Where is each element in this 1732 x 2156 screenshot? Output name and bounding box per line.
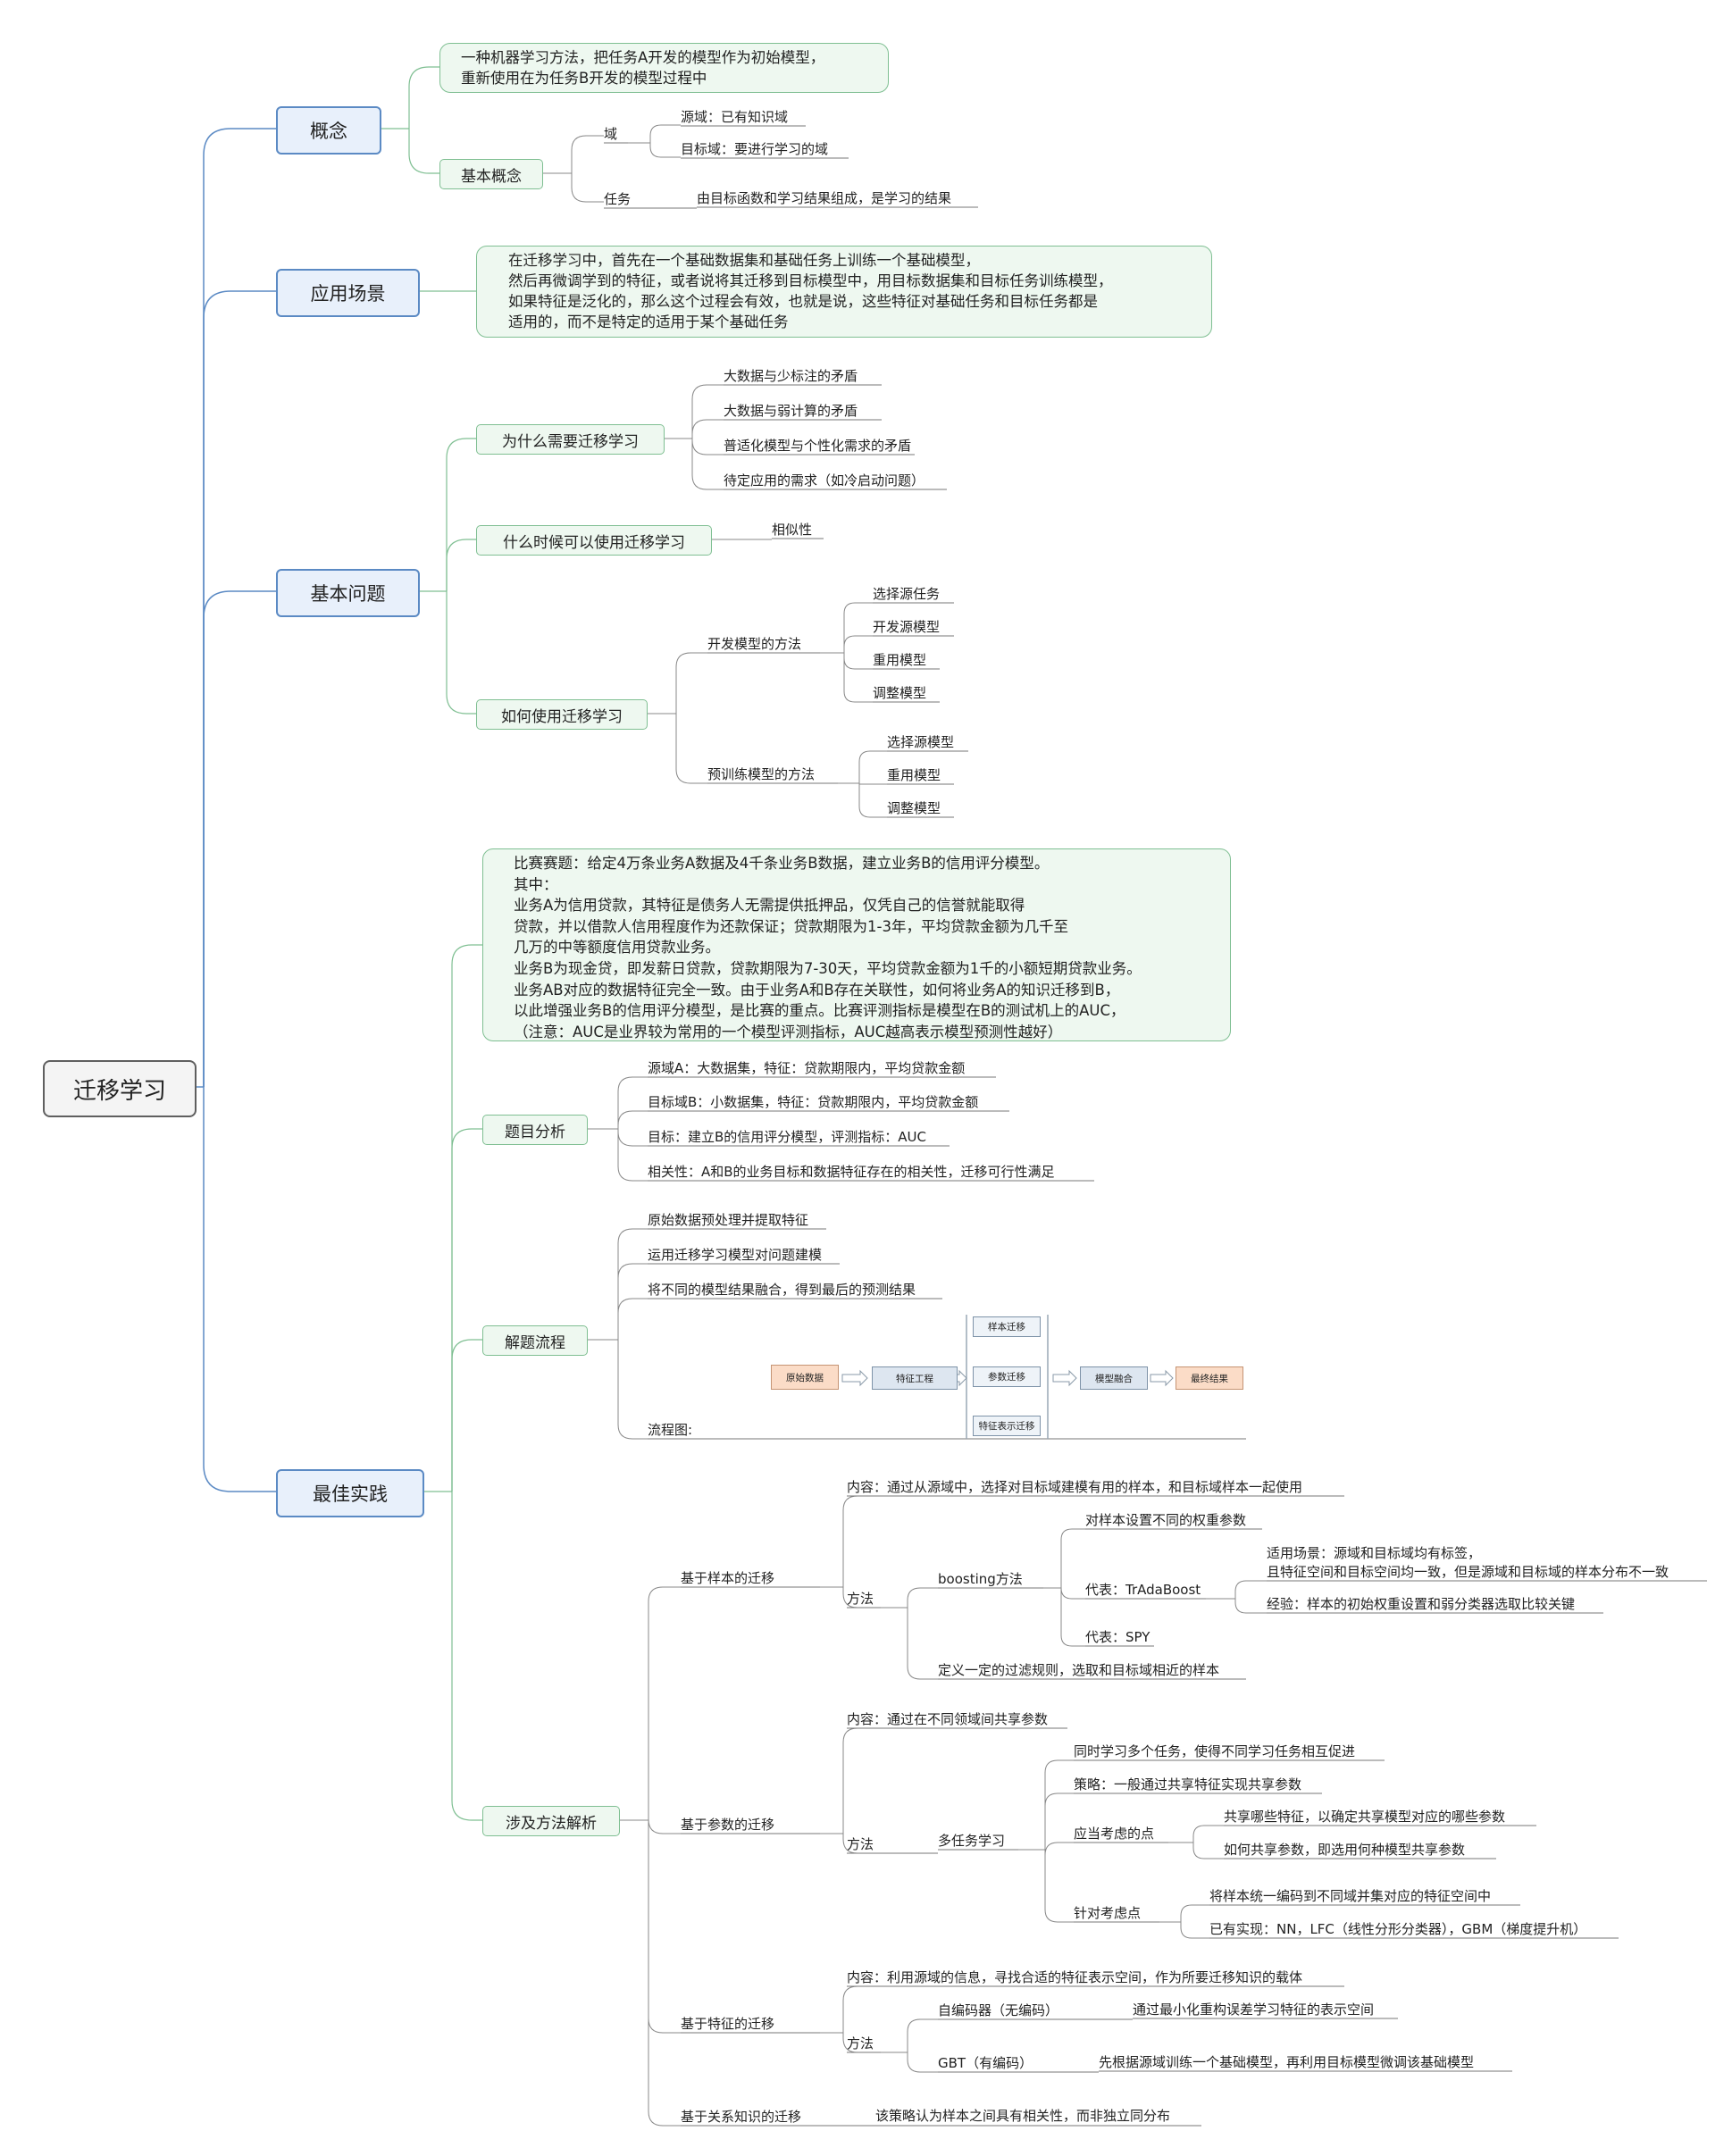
flow-param-transfer: 参数迁移 — [973, 1366, 1041, 1387]
feature-autoencoder-desc[interactable]: 通过最小化重构误差学习特征的表示空间 — [1133, 2001, 1375, 2018]
flow-sample-transfer: 样本迁移 — [973, 1316, 1041, 1337]
node-basic-concept[interactable]: 基本概念 — [439, 159, 543, 189]
analysis-item-3[interactable]: 目标：建立B的信用评分模型，评测指标：AUC — [648, 1129, 927, 1145]
scenario-line-1: 在迁移学习中，首先在一个基础数据集和基础任务上训练一个基础模型， — [508, 252, 980, 269]
param-consider-2[interactable]: 如何共享参数，即选用何种模型共享参数 — [1224, 1842, 1466, 1858]
node-pre-method[interactable]: 预训练模型的方法 — [707, 766, 816, 782]
scenario-text-box: 在迁移学习中，首先在一个基础数据集和基础任务上训练一个基础模型， 然后再微调学到… — [476, 246, 1212, 338]
feature-gbt-desc[interactable]: 先根据源域训练一个基础模型，再利用目标模型微调该基础模型 — [1099, 2054, 1475, 2070]
contest-line-7: 业务AB对应的数据特征完全一致。由于业务A和B存在关联性，如何将业务A的知识迁移… — [514, 981, 1120, 999]
node-when-transfer[interactable]: 什么时候可以使用迁移学习 — [476, 525, 712, 556]
feature-method[interactable]: 方法 — [847, 2035, 874, 2052]
contest-line-9: （注意：AUC是业界较为常用的一个模型评测指标，AUC越高表示模型预测性越好） — [514, 1023, 1063, 1040]
relation-desc[interactable]: 该策略认为样本之间具有相关性，而非独立同分布 — [875, 2108, 1171, 2124]
root-node[interactable]: 迁移学习 — [43, 1060, 197, 1117]
param-target-1[interactable]: 将样本统一编码到不同域并集对应的特征空间中 — [1209, 1888, 1492, 1904]
node-autoencoder[interactable]: 自编码器（无编码） — [938, 2002, 1059, 2018]
pre-item-1[interactable]: 选择源模型 — [887, 734, 955, 750]
why-item-4[interactable]: 待定应用的需求（如冷启动问题） — [724, 472, 925, 489]
param-consider-1[interactable]: 共享哪些特征，以确定共享模型对应的哪些参数 — [1224, 1809, 1506, 1825]
process-item-2[interactable]: 运用迁移学习模型对问题建模 — [648, 1247, 823, 1263]
param-multitask-2[interactable]: 策略：一般通过共享特征实现共享参数 — [1074, 1776, 1302, 1792]
flow-feature-engineering: 特征工程 — [872, 1366, 958, 1390]
why-item-1[interactable]: 大数据与少标注的矛盾 — [724, 368, 858, 384]
contest-line-2: 其中： — [514, 875, 558, 893]
scenario-line-4: 适用的，而不是特定的适用于某个基础任务 — [508, 313, 789, 330]
dev-item-2[interactable]: 开发源模型 — [873, 619, 941, 635]
node-domain[interactable]: 域 — [604, 126, 618, 142]
pre-item-3[interactable]: 调整模型 — [887, 800, 941, 816]
dev-item-3[interactable]: 重用模型 — [873, 652, 927, 668]
node-consider[interactable]: 应当考虑的点 — [1074, 1826, 1155, 1842]
pre-item-2[interactable]: 重用模型 — [887, 767, 941, 783]
flow-raw-data: 原始数据 — [771, 1365, 839, 1390]
when-item[interactable]: 相似性 — [772, 522, 813, 538]
node-feature-transfer[interactable]: 基于特征的迁移 — [681, 2016, 775, 2032]
node-param-transfer[interactable]: 基于参数的迁移 — [681, 1817, 775, 1833]
node-scenario[interactable]: 应用场景 — [276, 269, 420, 317]
concept-definition-line-2: 重新使用在为任务B开发的模型过程中 — [461, 70, 707, 87]
node-sample-transfer[interactable]: 基于样本的迁移 — [681, 1570, 775, 1586]
node-process[interactable]: 解题流程 — [482, 1325, 588, 1356]
contest-line-8: 以此增强业务B的信用评分模型，是比赛的重点。比赛评测指标是模型在B的测试机上的A… — [514, 1002, 1125, 1020]
sample-scene-line-2: 且特征空间和目标空间均一致，但是源域和目标域的样本分布不一致 — [1267, 1564, 1669, 1580]
node-relation-transfer[interactable]: 基于关系知识的迁移 — [681, 2109, 802, 2125]
sample-experience[interactable]: 经验：样本的初始权重设置和弱分类器选取比较关键 — [1267, 1596, 1576, 1612]
contest-text-box: 比赛赛题：给定4万条业务A数据及4千条业务B数据，建立业务B的信用评分模型。 其… — [482, 848, 1231, 1041]
dev-item-1[interactable]: 选择源任务 — [873, 586, 941, 602]
why-item-3[interactable]: 普适化模型与个性化需求的矛盾 — [724, 438, 912, 454]
analysis-item-1[interactable]: 源域A：大数据集，特征：贷款期限内，平均贷款金额 — [648, 1060, 966, 1076]
node-dev-method[interactable]: 开发模型的方法 — [707, 636, 802, 652]
node-task-desc[interactable]: 由目标函数和学习结果组成，是学习的结果 — [697, 190, 952, 206]
node-target-points[interactable]: 针对考虑点 — [1074, 1905, 1142, 1921]
sample-spy[interactable]: 代表：SPY — [1085, 1629, 1150, 1645]
sample-tradaboost[interactable]: 代表：TrAdaBoost — [1085, 1582, 1201, 1598]
concept-definition-line-1: 一种机器学习方法，把任务A开发的模型作为初始模型， — [461, 49, 825, 66]
why-item-2[interactable]: 大数据与弱计算的矛盾 — [724, 403, 858, 419]
process-item-1[interactable]: 原始数据预处理并提取特征 — [648, 1212, 809, 1228]
scenario-line-2: 然后再微调学到的特征，或者说将其迁移到目标模型中，用目标数据集和目标任务训练模型… — [508, 272, 1113, 289]
param-method[interactable]: 方法 — [847, 1836, 874, 1852]
node-boosting[interactable]: boosting方法 — [938, 1571, 1023, 1587]
node-analysis[interactable]: 题目分析 — [482, 1115, 588, 1145]
sample-scene[interactable]: 适用场景：源域和目标域均有标签， 且特征空间和目标空间均一致，但是源域和目标域的… — [1267, 1544, 1669, 1582]
node-basic-issues[interactable]: 基本问题 — [276, 569, 420, 617]
node-target-domain[interactable]: 目标域：要进行学习的域 — [681, 141, 829, 157]
node-how-transfer[interactable]: 如何使用迁移学习 — [476, 699, 648, 730]
flow-model-fusion: 模型融合 — [1080, 1366, 1148, 1390]
sample-method[interactable]: 方法 — [847, 1591, 874, 1607]
param-multitask-1[interactable]: 同时学习多个任务，使得不同学习任务相互促进 — [1074, 1743, 1356, 1759]
param-content[interactable]: 内容：通过在不同领域间共享参数 — [847, 1711, 1049, 1727]
concept-definition-box: 一种机器学习方法，把任务A开发的模型作为初始模型， 重新使用在为任务B开发的模型… — [439, 43, 889, 93]
process-item-3[interactable]: 将不同的模型结果融合，得到最后的预测结果 — [648, 1282, 916, 1298]
node-task[interactable]: 任务 — [604, 191, 632, 207]
flow-repr-transfer: 特征表示迁移 — [973, 1416, 1041, 1436]
feature-content[interactable]: 内容：利用源域的信息，寻找合适的特征表示空间，作为所要迁移知识的载体 — [847, 1969, 1303, 1985]
contest-line-5: 几万的中等额度信用贷款业务。 — [514, 939, 720, 957]
sample-content[interactable]: 内容：通过从源域中，选择对目标域建模有用的样本，和目标域样本一起使用 — [847, 1479, 1303, 1495]
process-flow-label: 流程图: — [648, 1422, 693, 1438]
node-methods[interactable]: 涉及方法解析 — [482, 1806, 620, 1836]
analysis-item-2[interactable]: 目标域B：小数据集，特征：贷款期限内，平均贷款金额 — [648, 1094, 979, 1110]
sample-filter[interactable]: 定义一定的过滤规则，选取和目标域相近的样本 — [938, 1662, 1220, 1678]
flow-final-result: 最终结果 — [1176, 1366, 1243, 1390]
dev-item-4[interactable]: 调整模型 — [873, 685, 927, 701]
param-target-2[interactable]: 已有实现：NN，LFC（线性分形分类器），GBM（梯度提升机） — [1209, 1921, 1587, 1937]
contest-line-1: 比赛赛题：给定4万条业务A数据及4千条业务B数据，建立业务B的信用评分模型。 — [514, 855, 1050, 872]
contest-line-6: 业务B为现金贷，即发薪日贷款，贷款期限为7-30天，平均贷款金额为1千的小额短期… — [514, 959, 1142, 977]
node-gbt[interactable]: GBT（有编码） — [938, 2055, 1033, 2071]
contest-line-4: 贷款，并以借款人信用程度作为还款保证；贷款期限为1-3年，平均贷款金额为几千至 — [514, 917, 1068, 935]
sample-scene-line-1: 适用场景：源域和目标域均有标签， — [1267, 1545, 1482, 1561]
node-source-domain[interactable]: 源域：已有知识域 — [681, 109, 789, 125]
node-concept[interactable]: 概念 — [276, 106, 381, 155]
node-why-transfer[interactable]: 为什么需要迁移学习 — [476, 424, 665, 455]
node-practice[interactable]: 最佳实践 — [276, 1469, 424, 1517]
sample-weights[interactable]: 对样本设置不同的权重参数 — [1085, 1512, 1247, 1528]
contest-line-3: 业务A为信用贷款，其特征是债务人无需提供抵押品，仅凭自己的信誉就能取得 — [514, 897, 1025, 915]
node-multitask[interactable]: 多任务学习 — [938, 1833, 1006, 1849]
scenario-line-3: 如果特征是泛化的，那么这个过程会有效，也就是说，这些特征对基础任务和目标任务都是 — [508, 293, 1098, 310]
analysis-item-4[interactable]: 相关性：A和B的业务目标和数据特征存在的相关性，迁移可行性满足 — [648, 1164, 1055, 1180]
